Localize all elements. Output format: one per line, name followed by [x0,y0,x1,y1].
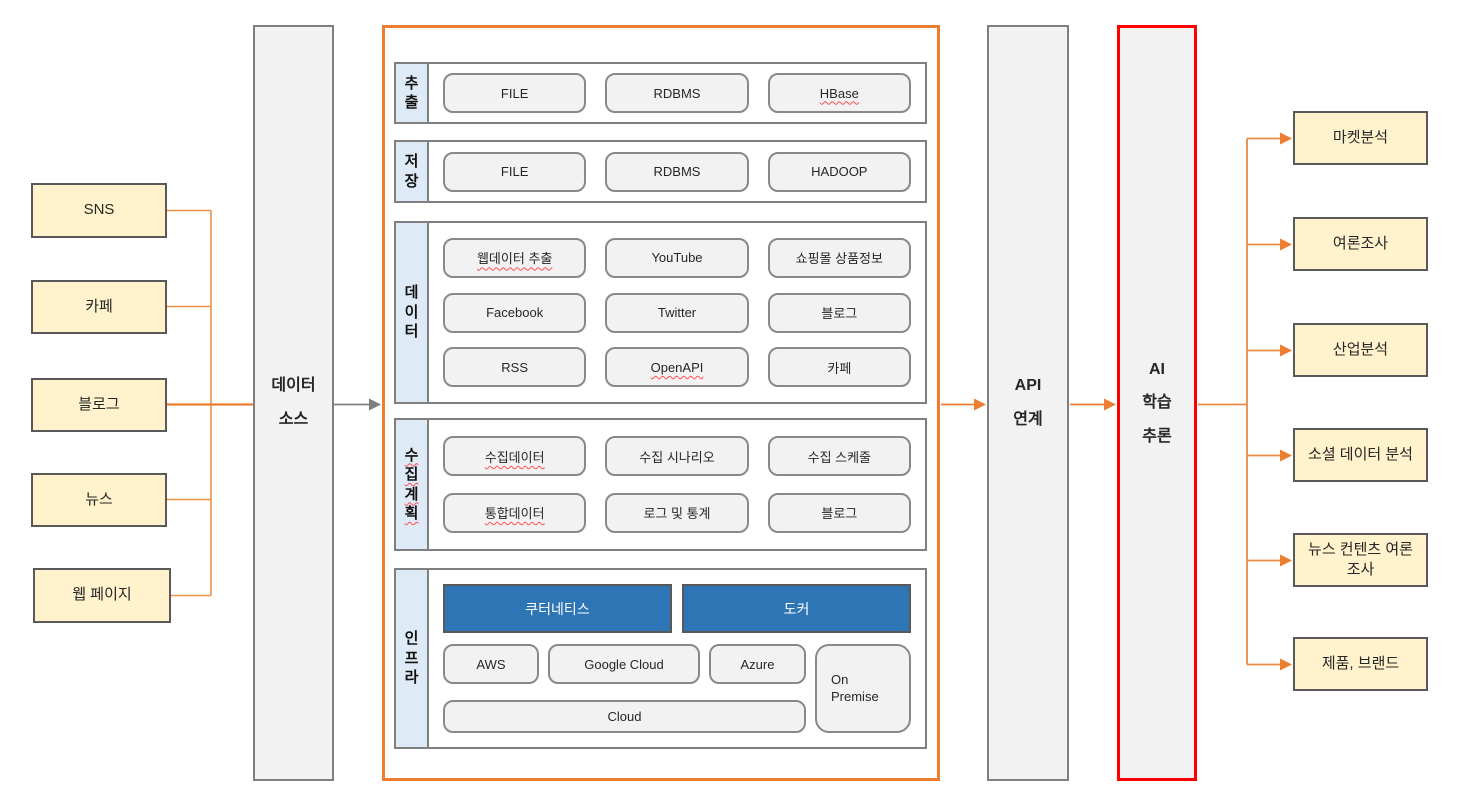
ai-label-line2: 학습 [1142,394,1172,412]
section-label: 데이터 [404,284,419,341]
ai-label-line3: 추론 [1142,427,1172,445]
source-box-label: 웹 페이지 [72,586,132,604]
section-label: 추출 [404,74,419,112]
source-box-label: 뉴스 [85,490,113,508]
chip-rss: RSS [443,347,587,388]
left-connector-lines [167,209,212,597]
section-store-label-strip: 저장 [396,142,429,201]
source-box-sns: SNS [31,183,167,238]
source-box-news: 뉴스 [31,473,167,527]
source-box-label: 카페 [85,297,113,315]
chip-hadoop: HADOOP [767,151,911,192]
chip-rdbms: RDBMS [605,73,749,113]
ai-to-outputs-lines [1198,137,1280,666]
chip-azure: Azure [709,644,806,684]
data-source-panel: 데이터 소스 [253,25,334,781]
chip-rdbms: RDBMS [605,151,749,192]
output-box-label: 마켓분석 [1332,128,1389,146]
chip-log-and-stats: 로그 및 통계 [605,492,749,533]
output-box-news-content-poll: 뉴스 컨텐츠 여론조사 [1293,533,1428,587]
pipeline-container: 추출 FILE RDBMS HBase 저장 FILE RDBMS HADOOP [382,25,940,781]
platform-docker: 도커 [682,584,911,633]
output-box-label: 산업분석 [1332,340,1389,358]
ai-learning-inference-panel: AI 학습 추론 [1117,25,1197,781]
output-box-label: 뉴스 컨텐츠 여론조사 [1308,540,1413,578]
section-label: 수집계획 [404,446,419,523]
section-label: 인프라 [404,630,419,687]
source-box-cafe: 카페 [31,280,167,334]
chip-collected-data: 수집데이터 [443,436,587,477]
chip-integrated-data: 통합데이터 [443,492,587,533]
chip-blog: 블로그 [767,492,911,533]
output-arrowheads [1280,132,1292,671]
api-to-ai-arrow [1070,398,1116,411]
chip-twitter: Twitter [605,292,749,333]
output-box-industry-analysis: 산업분석 [1293,323,1428,377]
chip-hbase: HBase [767,73,911,113]
chip-blog: 블로그 [767,292,911,333]
chip-on-premise: On Premise [815,644,911,733]
chip-youtube: YouTube [605,237,749,278]
data-source-label-line1: 데이터 [271,377,316,395]
section-store: 저장 FILE RDBMS HADOOP [394,140,927,203]
chip-openapi: OpenAPI [605,347,749,388]
output-box-opinion-poll: 여론조사 [1293,217,1428,271]
data-source-label-line2: 소스 [278,411,309,428]
output-box-label: 제품, 브랜드 [1321,654,1400,672]
pipeline-to-api-arrow [941,398,986,411]
chip-collection-scenario: 수집 시나리오 [605,436,749,477]
section-collection-plan: 수집계획 수집데이터 수집 시나리오 수집 스케줄 통합데이터 로그 및 통계 … [394,418,927,551]
section-data-label-strip: 데이터 [396,223,429,402]
output-box-market-analysis: 마켓분석 [1293,111,1428,165]
source-box-blog: 블로그 [31,378,167,432]
api-label-line2: 연계 [1013,411,1043,428]
section-collection-plan-label-strip: 수집계획 [396,420,429,549]
source-box-webpage: 웹 페이지 [33,568,171,623]
section-extract-label-strip: 추출 [396,64,429,122]
section-infra-label-strip: 인프라 [396,570,429,747]
chip-shopping-product-info: 쇼핑몰 상품정보 [767,237,911,278]
chip-aws: AWS [443,644,539,684]
output-box-social-data-analysis: 소셜 데이터 분석 [1293,428,1428,482]
datasource-to-pipeline-arrow [334,398,381,411]
source-box-label: SNS [83,201,115,219]
chip-cloud: Cloud [443,700,806,733]
output-box-product-brand: 제품, 브랜드 [1293,637,1428,691]
api-label-line1: API [1014,377,1042,395]
chip-cafe: 카페 [767,347,911,388]
chip-collection-schedule: 수집 스케줄 [767,436,911,477]
chip-google-cloud: Google Cloud [548,644,700,684]
section-infra: 인프라 쿠터네티스 도커 AWS Google Cloud Azure Clou… [394,568,927,749]
platform-kubernetes: 쿠터네티스 [443,584,672,633]
api-link-panel: API 연계 [987,25,1069,781]
chip-file: FILE [443,151,587,192]
output-box-label: 소셜 데이터 분석 [1308,445,1413,463]
section-label: 저장 [404,153,419,190]
output-box-label: 여론조사 [1332,234,1389,252]
chip-web-data-extract: 웹데이터 추출 [443,237,587,278]
chip-file: FILE [443,73,587,113]
source-box-label: 블로그 [78,395,120,413]
section-data: 데이터 웹데이터 추출 YouTube 쇼핑몰 상품정보 Facebook Tw… [394,221,927,404]
chip-facebook: Facebook [443,292,587,333]
section-extract: 추출 FILE RDBMS HBase [394,62,927,124]
ai-label-line1: AI [1149,360,1165,378]
